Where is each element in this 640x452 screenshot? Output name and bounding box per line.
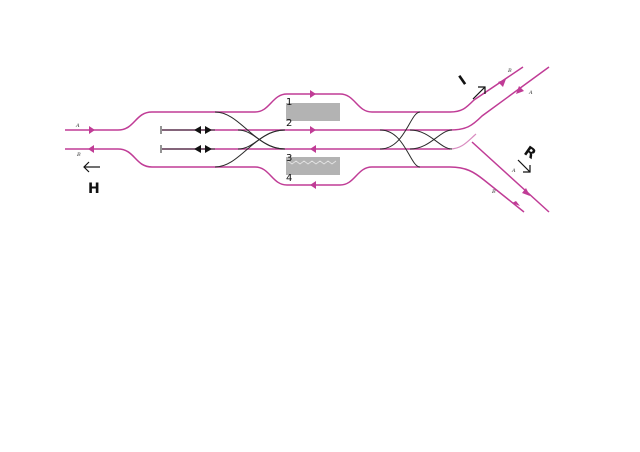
track-west-lower — [65, 148, 210, 168]
arrow-west-upper — [89, 126, 95, 134]
track-ne-outer — [449, 66, 524, 113]
arrow-platform-2 — [310, 126, 316, 134]
marker-se-inner: A — [511, 168, 516, 174]
platform-number-4: 4 — [286, 173, 292, 184]
arrow-top-loop — [310, 90, 316, 98]
arrow-left-icon — [83, 161, 100, 173]
track-west-upper — [65, 111, 210, 131]
track-connector-2 — [449, 133, 477, 150]
direction-label-west: H — [88, 181, 100, 197]
arrow-up-right-icon — [472, 86, 486, 100]
crossovers-west — [160, 111, 286, 168]
arrow-se-outer — [522, 188, 530, 196]
track-se-inner — [449, 166, 525, 213]
marker-west-upper: A — [75, 123, 80, 129]
direction-label-southeast: R — [521, 143, 539, 162]
marker-ne-inner: A — [528, 90, 533, 96]
platform-number-1: 1 — [286, 97, 292, 108]
arrow-ne-outer — [498, 79, 506, 87]
track-se-outer — [471, 141, 550, 213]
marker-west-lower: B — [76, 152, 81, 158]
platform-number-3: 3 — [286, 153, 292, 164]
track-ne-inner — [449, 66, 550, 131]
platform-lower — [286, 157, 340, 175]
direction-label-northeast: I — [456, 73, 469, 89]
platform-number-2: 2 — [286, 118, 292, 129]
arrow-bottom-loop — [310, 181, 316, 189]
arrow-down-right-icon — [517, 159, 531, 173]
marker-ne-outer: B — [507, 68, 512, 74]
buffer-stop-upper — [194, 126, 212, 134]
crossovers-east — [379, 111, 453, 168]
arrow-west-lower — [88, 145, 94, 153]
marker-se-outer: B — [491, 189, 496, 195]
arrow-se-inner — [512, 201, 520, 206]
platform-upper — [286, 103, 340, 121]
buffer-stop-lower — [194, 145, 212, 153]
arrow-platform-3 — [310, 145, 316, 153]
arrow-ne-inner — [516, 86, 524, 94]
